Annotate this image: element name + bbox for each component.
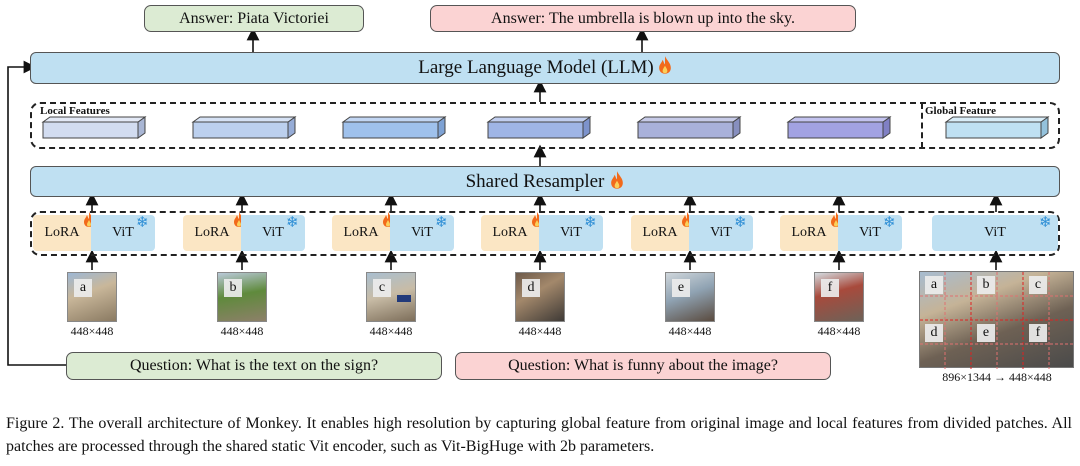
patch-letter: e xyxy=(672,279,690,297)
encoder-unit: LoRA ViT ❄ xyxy=(183,212,305,251)
vit-label: ViT xyxy=(112,225,134,240)
patch-image-e: e xyxy=(665,272,715,322)
global-resolution: 896×1344 → 448×448 xyxy=(942,370,1052,384)
question-text-left: Question: What is the text on the sign? xyxy=(129,357,379,374)
patch-resolution: 448×448 xyxy=(369,324,413,338)
patch-letter: c xyxy=(373,279,391,297)
patch-letter: d xyxy=(522,279,540,297)
figure-caption: Figure 2. The overall architecture of Mo… xyxy=(6,415,1072,455)
snowflake-icon: ❄ xyxy=(435,215,448,231)
snowflake-icon: ❄ xyxy=(136,215,149,231)
lora-label: LoRA xyxy=(44,225,80,240)
snowflake-icon: ❄ xyxy=(584,215,597,231)
patch-image-d: d xyxy=(515,272,565,322)
encoder-unit: LoRA ViT ❄ xyxy=(33,212,155,251)
snowflake-icon: ❄ xyxy=(734,215,747,231)
vit-label: ViT xyxy=(560,225,582,240)
features-divider xyxy=(921,103,923,148)
answer-box-right: Answer: The umbrella is blown up into th… xyxy=(430,5,856,32)
snowflake-icon: ❄ xyxy=(883,215,896,231)
answer-text-left: Answer: Piata Victoriei xyxy=(179,9,329,27)
patch-letter: f xyxy=(821,279,839,297)
lora-label: LoRA xyxy=(343,225,379,240)
resampler-bar: Shared Resampler xyxy=(30,166,1060,197)
encoder-unit: LoRA ViT ❄ xyxy=(780,212,902,251)
grid-letter: d xyxy=(925,324,943,342)
lora-label: LoRA xyxy=(642,225,678,240)
features-box xyxy=(30,102,1060,149)
grid-letter: f xyxy=(1029,324,1047,342)
encoders-box xyxy=(30,211,1060,256)
global-encoder-unit: ViT ❄ xyxy=(932,215,1058,251)
vit-label: ViT xyxy=(859,225,881,240)
patch-image-a: a xyxy=(67,272,117,322)
vit-label: ViT xyxy=(411,225,433,240)
vit-label: ViT xyxy=(710,225,732,240)
local-features-label: Local Features xyxy=(40,105,110,117)
llm-label: Large Language Model (LLM) xyxy=(418,57,654,78)
lora-label: LoRA xyxy=(194,225,230,240)
lora-label: LoRA xyxy=(791,225,827,240)
patch-image-f: f xyxy=(814,272,864,322)
patch-resolution: 448×448 xyxy=(817,324,861,338)
street-sign xyxy=(397,295,411,302)
patch-resolution: 448×448 xyxy=(70,324,114,338)
patch-image-c: c xyxy=(366,272,416,322)
snowflake-icon: ❄ xyxy=(286,215,299,231)
patch-image-b: b xyxy=(217,272,267,322)
patch-resolution: 448×448 xyxy=(220,324,264,338)
global-image: a b c d e f xyxy=(919,271,1075,369)
encoder-unit: LoRA ViT ❄ xyxy=(332,212,454,251)
encoder-unit: LoRA ViT ❄ xyxy=(481,212,603,251)
patch-letter: b xyxy=(224,279,242,297)
snowflake-icon: ❄ xyxy=(1039,215,1052,231)
patch-resolution: 448×448 xyxy=(668,324,712,338)
vit-label: ViT xyxy=(262,225,284,240)
question-box-right: Question: What is funny about the image? xyxy=(455,352,831,380)
lora-label: LoRA xyxy=(492,225,528,240)
question-box-left: Question: What is the text on the sign? xyxy=(66,352,442,380)
flame-icon xyxy=(658,56,671,74)
grid-letter: b xyxy=(977,276,995,294)
answer-box-left: Answer: Piata Victoriei xyxy=(144,5,364,32)
encoder-unit: LoRA ViT ❄ xyxy=(631,212,753,251)
patch-letter: a xyxy=(74,279,92,297)
answer-text-right: Answer: The umbrella is blown up into th… xyxy=(491,9,795,27)
resampler-label: Shared Resampler xyxy=(465,170,605,192)
llm-bar: Large Language Model (LLM) xyxy=(30,52,1060,84)
patch-resolution: 448×448 xyxy=(518,324,562,338)
question-text-right: Question: What is funny about the image? xyxy=(508,357,778,374)
flame-icon xyxy=(611,170,624,189)
vit-label: ViT xyxy=(984,225,1006,240)
grid-letter: a xyxy=(925,276,943,294)
grid-letter: e xyxy=(977,324,995,342)
global-feature-label: Global Feature xyxy=(925,105,996,117)
patch-grid xyxy=(920,272,1075,369)
grid-letter: c xyxy=(1029,276,1047,294)
